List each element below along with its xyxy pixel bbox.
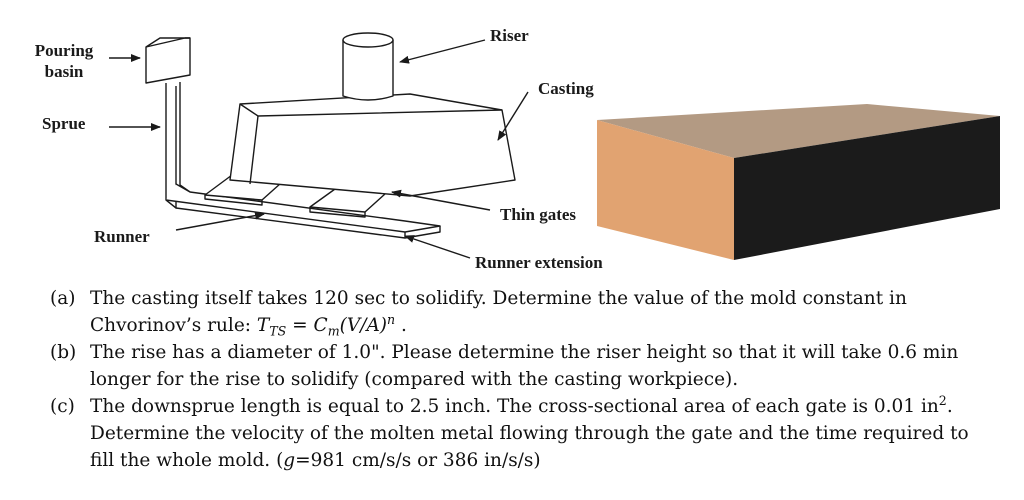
label-pouring-basin: Pouring basin — [34, 41, 94, 81]
question-b-text: The rise has a diameter of 1.0". Please … — [90, 342, 959, 390]
gating-system-drawing — [109, 32, 1000, 260]
label-runner-extension: Runner extension — [475, 253, 603, 272]
runner-shape — [165, 183, 441, 233]
question-c: (c) The downsprue length is equal to 2.5… — [50, 392, 969, 471]
question-a-text: The casting itself takes 120 sec to soli… — [90, 288, 907, 336]
chvorinov-formula: TTS = Cm(V/A)n — [256, 311, 396, 339]
casting-diagram: Pouring basin Sprue Runner Riser Casting… — [34, 26, 1000, 272]
riser-shape — [342, 40, 394, 101]
label-runner: Runner — [94, 227, 150, 246]
arrow-runner — [175, 211, 265, 231]
arrow-thin-gates — [391, 189, 491, 211]
problem-statements: (a) The casting itself takes 120 sec to … — [50, 285, 990, 474]
arrow-casting — [497, 91, 529, 141]
label-sprue: Sprue — [42, 114, 86, 133]
label-thin-gates: Thin gates — [500, 205, 577, 224]
arrow-riser — [399, 39, 486, 64]
question-c-tag: (c) — [50, 396, 75, 417]
pouring-basin-shape — [145, 37, 191, 84]
label-casting: Casting — [538, 79, 594, 98]
question-b: (b) The rise has a diameter of 1.0". Ple… — [50, 339, 990, 393]
question-a: (a) The casting itself takes 120 sec to … — [50, 285, 990, 339]
question-c-text: The downsprue length is equal to 2.5 inc… — [90, 396, 939, 417]
gravity-symbol: g — [283, 450, 296, 471]
arrow-runner-extension — [404, 235, 471, 259]
casting-block-3d — [597, 104, 1000, 260]
question-a-tag: (a) — [50, 288, 76, 309]
label-riser: Riser — [490, 26, 529, 45]
question-b-tag: (b) — [50, 342, 77, 363]
casting-shape — [229, 93, 516, 197]
